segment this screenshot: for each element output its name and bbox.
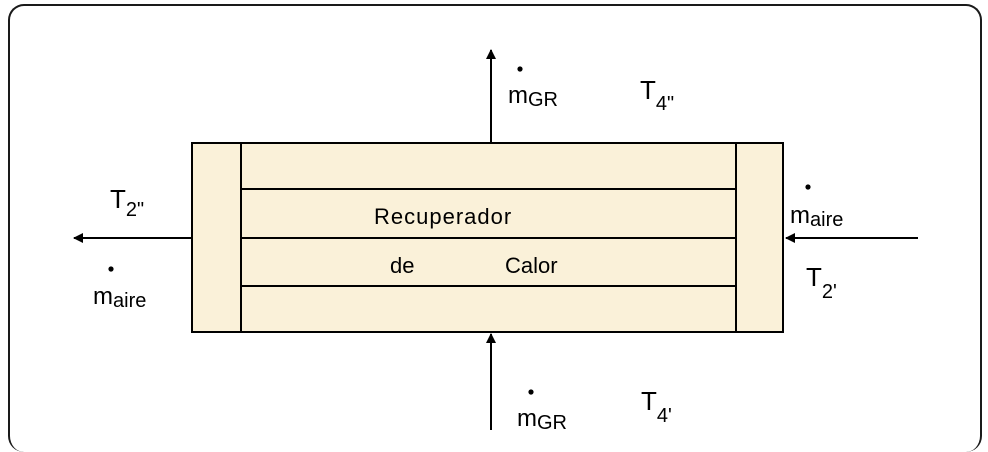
svg-text:mGR: mGR [508, 82, 558, 111]
diagram-frame [8, 4, 982, 452]
svg-text:T2': T2' [806, 262, 837, 303]
svg-text:T2": T2" [110, 184, 144, 221]
top-outlet-flow-label: mGR [508, 66, 558, 111]
mass-flow-dot [517, 66, 523, 72]
box-label-recuperador: Recuperador [374, 204, 512, 229]
right-inlet-temp-label: T2' [806, 262, 837, 303]
top-outlet-temp-label: T4" [640, 75, 674, 115]
mass-flow-dot [805, 184, 811, 190]
left-outlet-temp-label: T2" [110, 184, 144, 221]
bottom-inlet-flow-label: mGR [517, 389, 567, 434]
left-outlet-flow-label: maire [93, 266, 146, 312]
box-label-calor: Calor [505, 253, 558, 278]
mass-flow-dot [528, 389, 534, 395]
bottom-inlet-temp-label: T4' [641, 386, 672, 427]
right-inlet-flow-label: maire [790, 184, 843, 231]
svg-text:maire: maire [93, 283, 146, 312]
mass-flow-dot [108, 266, 114, 272]
recuperator-box [191, 142, 784, 333]
svg-text:T4": T4" [640, 75, 674, 115]
box-label-de: de [390, 253, 414, 278]
svg-text:maire: maire [790, 202, 843, 231]
svg-text:T4': T4' [641, 386, 672, 427]
svg-text:mGR: mGR [517, 405, 567, 434]
